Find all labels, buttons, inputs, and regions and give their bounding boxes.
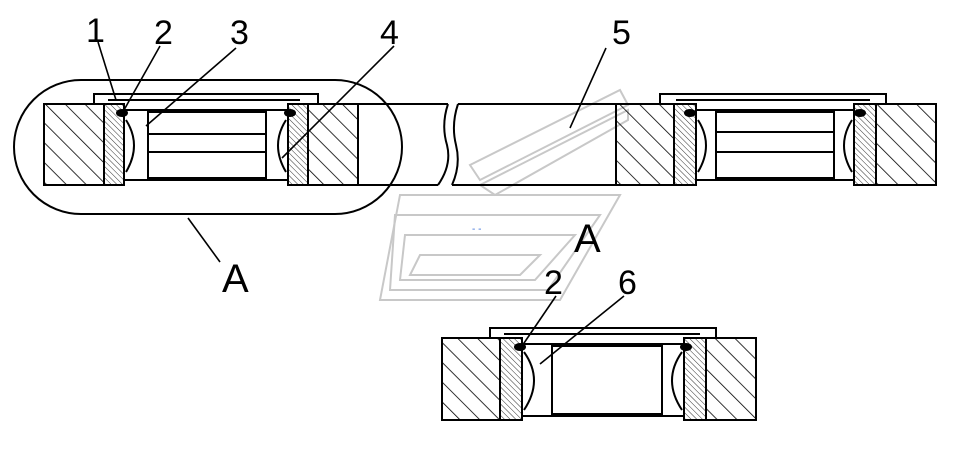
detail-view <box>441 327 757 421</box>
view-label: A <box>222 257 249 301</box>
watermark-logo <box>378 88 630 301</box>
callout-5: 5 <box>612 14 631 52</box>
callout-2: 2 <box>154 14 173 52</box>
right-bearing-assembly <box>615 93 937 186</box>
callout-3: 3 <box>230 14 249 52</box>
callout-1: 1 <box>86 12 105 50</box>
detail-label: A <box>574 217 601 261</box>
callout-6: 6 <box>618 264 637 302</box>
watermark-mark: - - <box>472 224 481 235</box>
detail-a-outline <box>13 79 403 215</box>
callout-2-detail: 2 <box>544 264 563 302</box>
left-bearing-assembly <box>13 79 403 215</box>
leader-lines <box>97 41 625 365</box>
callout-4: 4 <box>380 14 399 52</box>
